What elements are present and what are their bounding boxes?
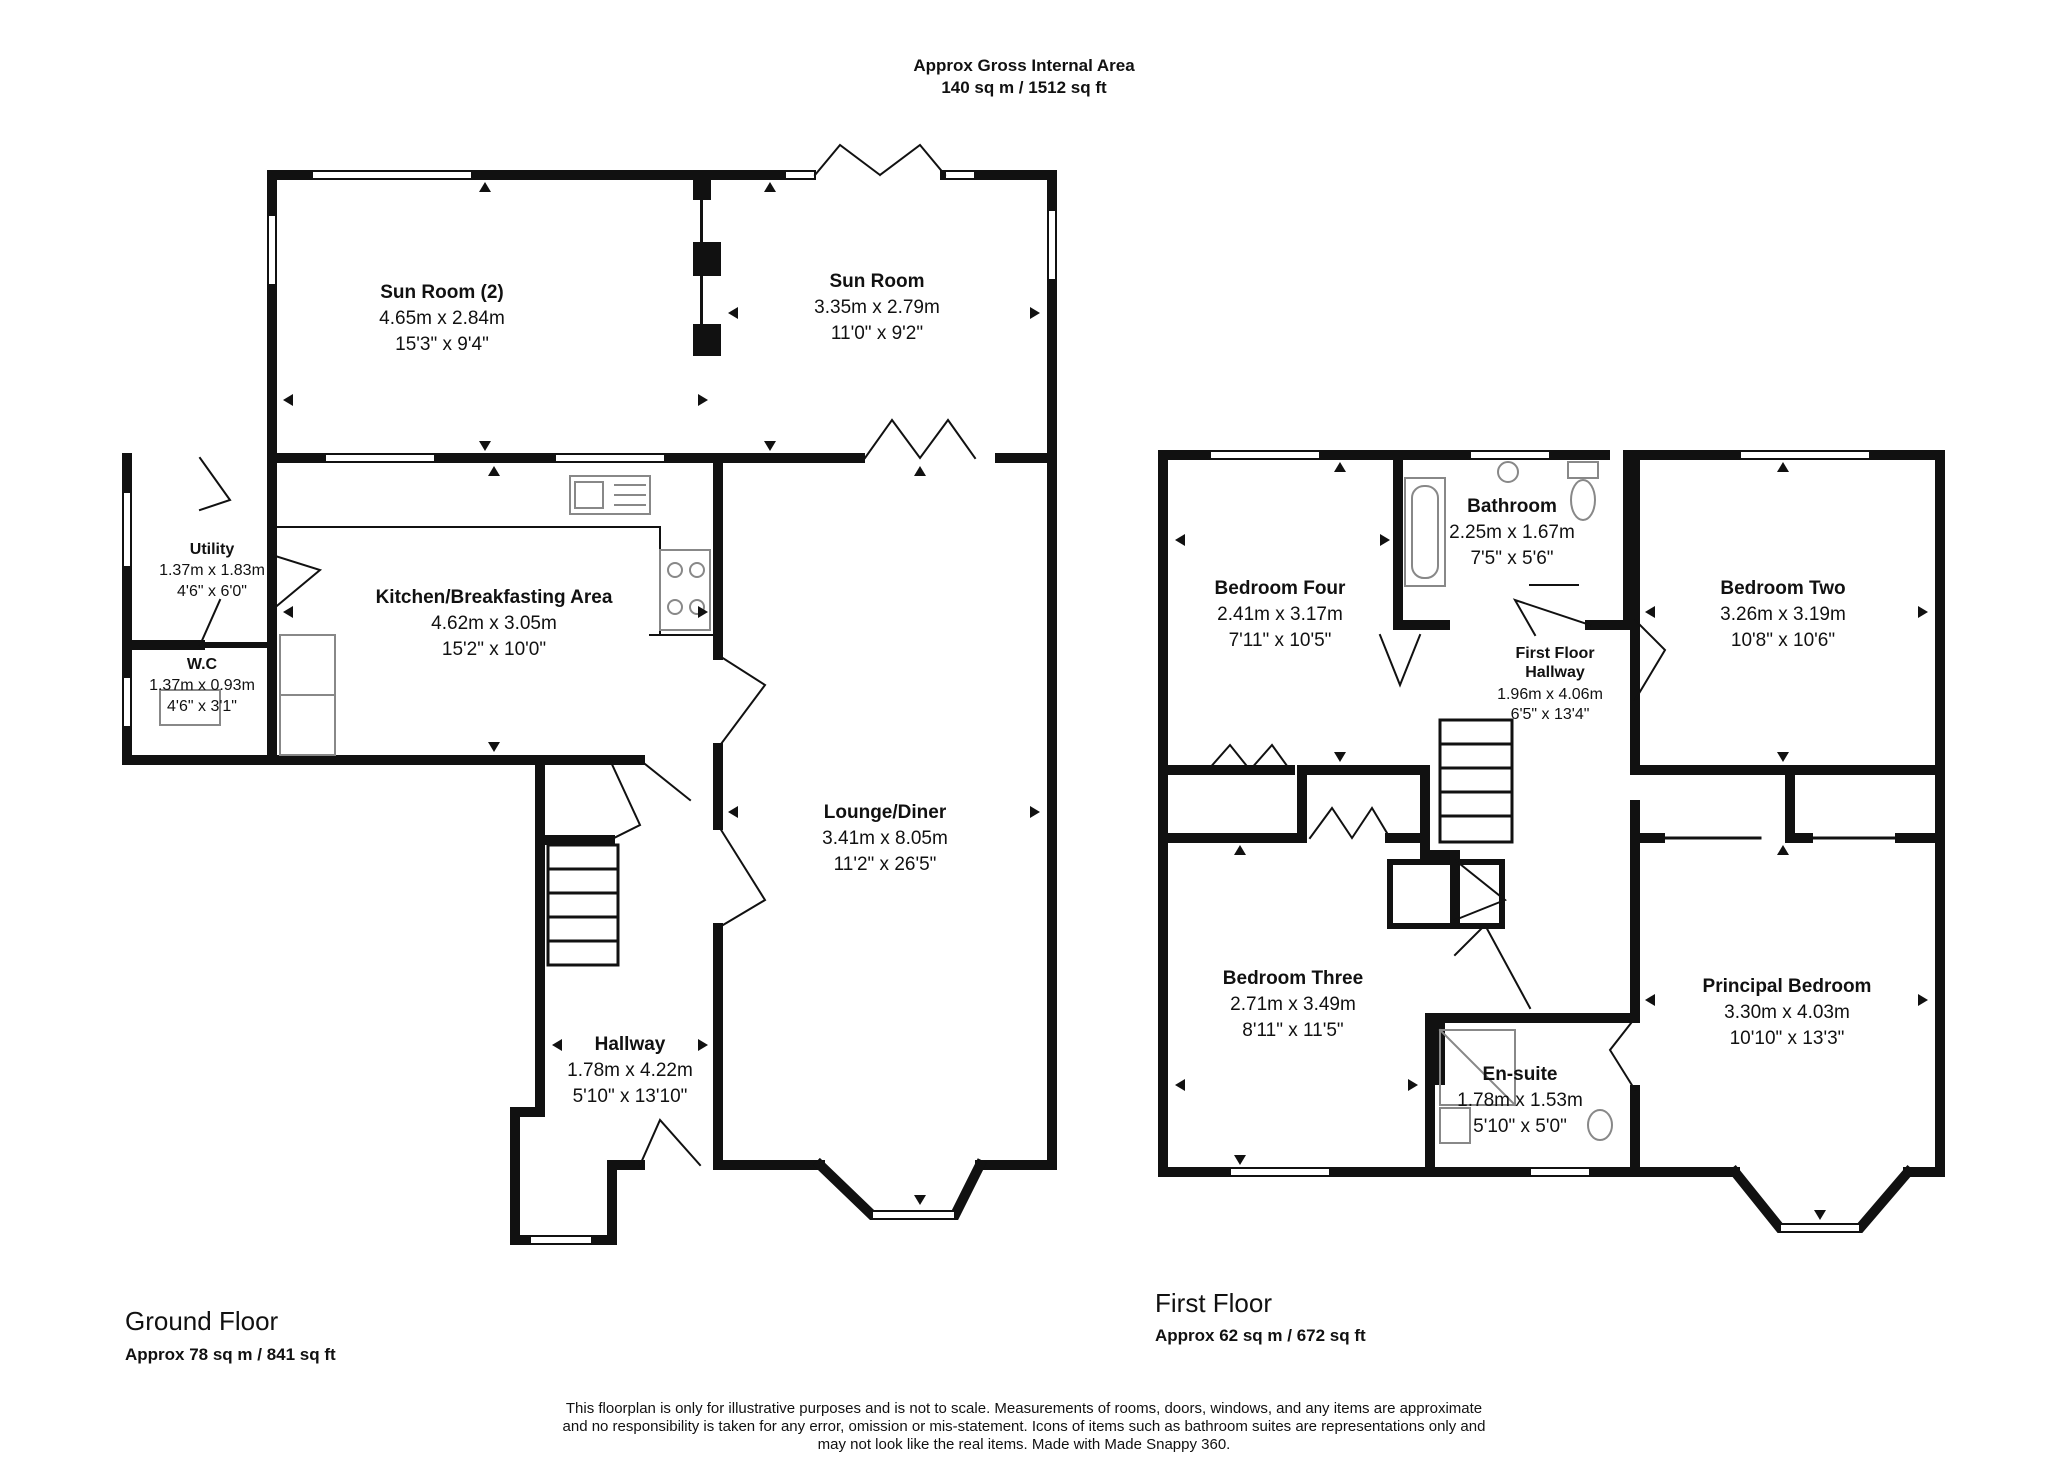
room-sun-room-2: Sun Room (2) 4.65m x 2.84m 15'3" x 9'4" [379,282,505,355]
room-dim-metric: 1.37m x 0.93m [149,677,255,694]
disclaimer-line-1: This floorplan is only for illustrative … [565,1400,1483,1417]
room-dim-imperial: 15'3" x 9'4" [395,334,489,355]
room-wc: W.C 1.37m x 0.93m 4'6" x 3'1" [149,656,255,715]
room-utility: Utility 1.37m x 1.83m 4'6" x 6'0" [159,541,265,600]
room-dim-imperial: 5'10" x 5'0" [1473,1116,1567,1137]
room-name: Sun Room (2) [380,282,504,303]
room-name-line1: First Floor [1515,645,1594,662]
room-dim-imperial: 7'5" x 5'6" [1470,548,1553,569]
sun-room-pillars [693,175,721,356]
kitchen-fixtures [159,475,711,756]
room-name: Lounge/Diner [824,802,947,823]
room-dim-imperial: 6'5" x 13'4" [1511,706,1590,723]
room-bedroom-four: Bedroom Four 2.41m x 3.17m 7'11" x 10'5" [1215,578,1346,651]
ground-floor-doors [198,143,977,1167]
room-name: Utility [190,541,235,558]
room-name: Principal Bedroom [1703,976,1872,997]
ground-floor-stairs [546,843,620,967]
room-name: Bedroom Four [1215,578,1346,599]
room-dim-metric: 2.41m x 3.17m [1217,604,1343,625]
ground-floor-area: Approx 78 sq m / 841 sq ft [125,1345,336,1364]
room-name: W.C [187,656,218,673]
bathroom-fixtures [1404,461,1613,1144]
disclaimer: This floorplan is only for illustrative … [474,1400,1574,1454]
room-dim-metric: 1.78m x 4.22m [567,1060,693,1081]
first-floor-area: Approx 62 sq m / 672 sq ft [1155,1326,1366,1345]
room-dim-imperial: 11'0" x 9'2" [831,323,923,344]
first-floor-doors [1206,584,1902,1092]
room-dim-metric: 1.37m x 1.83m [159,562,265,579]
room-name: Kitchen/Breakfasting Area [376,587,613,608]
room-name: Bedroom Two [1720,578,1845,599]
room-dim-imperial: 5'10" x 13'10" [573,1086,688,1107]
room-dim-metric: 3.26m x 3.19m [1720,604,1846,625]
room-sun-room: Sun Room 3.35m x 2.79m 11'0" x 9'2" [814,271,940,344]
room-dim-imperial: 8'11" x 11'5" [1242,1020,1343,1041]
room-lounge-diner: Lounge/Diner 3.41m x 8.05m 11'2" x 26'5" [822,802,948,875]
room-dim-imperial: 15'2" x 10'0" [442,639,546,660]
gross-area-title: Approx Gross Internal Area [913,56,1135,75]
room-dim-imperial: 11'2" x 26'5" [834,854,937,875]
room-name: En-suite [1483,1064,1558,1085]
room-dim-metric: 2.71m x 3.49m [1230,994,1356,1015]
ground-floor-windows [122,170,1057,1245]
room-dim-imperial: 4'6" x 6'0" [177,583,247,600]
first-floor-stairs [1438,718,1514,844]
disclaimer-line-2: and no responsibility is taken for any e… [562,1418,1486,1435]
room-dim-imperial: 10'8" x 10'6" [1731,630,1835,651]
room-dim-metric: 1.96m x 4.06m [1497,686,1603,703]
room-dim-imperial: 10'10" x 13'3" [1730,1028,1845,1049]
room-dim-imperial: 7'11" x 10'5" [1229,630,1332,651]
room-name: Bedroom Three [1223,968,1363,989]
room-dim-metric: 2.25m x 1.67m [1449,522,1575,543]
room-kitchen: Kitchen/Breakfasting Area 4.62m x 3.05m … [376,587,613,660]
room-principal-bedroom: Principal Bedroom 3.30m x 4.03m 10'10" x… [1703,976,1872,1049]
room-dim-metric: 3.30m x 4.03m [1724,1002,1850,1023]
first-floor-windows [1209,450,1871,1177]
disclaimer-line-3: may not look like the real items. Made w… [817,1436,1231,1453]
room-first-floor-hallway: First Floor Hallway 1.96m x 4.06m 6'5" x… [1497,645,1603,723]
room-name: Bathroom [1467,496,1557,517]
room-bedroom-three: Bedroom Three 2.71m x 3.49m 8'11" x 11'5… [1223,968,1363,1041]
room-name-line2: Hallway [1525,664,1585,681]
room-dim-metric: 3.35m x 2.79m [814,297,940,318]
room-bedroom-two: Bedroom Two 3.26m x 3.19m 10'8" x 10'6" [1720,578,1846,651]
room-hallway: Hallway 1.78m x 4.22m 5'10" x 13'10" [567,1034,693,1107]
room-name: Hallway [595,1034,666,1055]
first-floor-label: First Floor [1155,1288,1272,1318]
room-dim-metric: 3.41m x 8.05m [822,828,948,849]
room-name: Sun Room [830,271,925,292]
room-dim-metric: 4.62m x 3.05m [431,613,557,634]
measurement-markers [283,182,1928,1220]
room-dim-metric: 1.78m x 1.53m [1457,1090,1583,1111]
ground-floor-label: Ground Floor [125,1306,279,1336]
gross-area-value: 140 sq m / 1512 sq ft [941,78,1107,97]
room-dim-imperial: 4'6" x 3'1" [167,698,237,715]
room-bathroom: Bathroom 2.25m x 1.67m 7'5" x 5'6" [1449,496,1575,569]
room-en-suite: En-suite 1.78m x 1.53m 5'10" x 5'0" [1457,1064,1583,1137]
room-dim-metric: 4.65m x 2.84m [379,308,505,329]
